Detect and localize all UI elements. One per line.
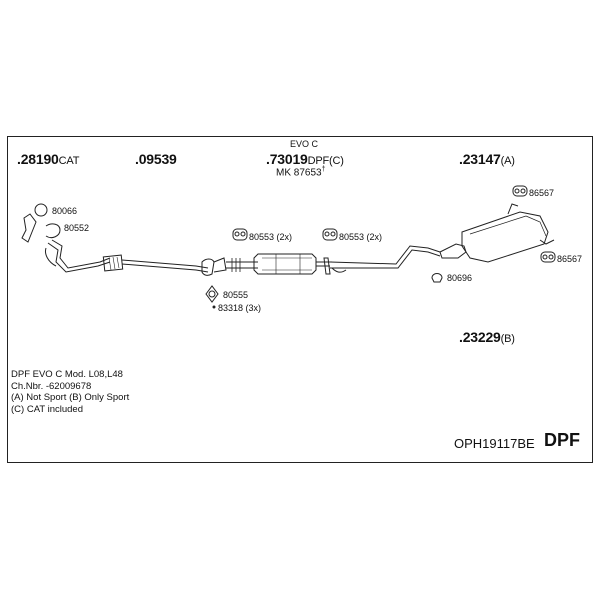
clamp-icon[interactable] (45, 223, 61, 239)
part-23229[interactable]: .23229(B) (459, 329, 515, 345)
part-suffix: DPF(C) (307, 155, 344, 167)
part-suffix: CAT (58, 155, 80, 167)
diagram-frame (7, 136, 593, 463)
label-80553-b[interactable]: 80553 (2x) (339, 232, 383, 242)
part-73019-variant: EVO C (290, 139, 319, 149)
part-73019-mk: MK 87653† (276, 166, 326, 178)
ring-gasket-icon[interactable] (34, 203, 48, 217)
ring-clamp-icon[interactable] (431, 273, 443, 283)
part-09539[interactable]: .09539 (135, 151, 177, 167)
label-86567-a[interactable]: 86567 (529, 188, 555, 198)
label-80553-a[interactable]: 80553 (2x) (249, 232, 293, 242)
category-label: DPF (544, 430, 580, 450)
flange-bracket-icon[interactable] (21, 213, 37, 243)
part-suffix: (A) (500, 155, 515, 167)
label-80552[interactable]: 80552 (64, 223, 90, 233)
flex-joint[interactable] (102, 254, 124, 272)
note-line: Ch.Nbr. -62009678 (11, 380, 92, 392)
gasket-icon[interactable] (205, 285, 219, 303)
reference-number: OPH19117BE (454, 436, 535, 451)
label-80555[interactable]: 80555 (223, 290, 249, 300)
mk-number: MK 87653 (276, 167, 322, 179)
front-pipe[interactable] (47, 242, 111, 273)
part-number: .73019 (266, 151, 308, 167)
part-number: .28190 (17, 151, 59, 167)
dpf-unit[interactable] (253, 253, 317, 275)
centre-pipe[interactable] (121, 259, 209, 269)
notes-block: DPF EVO C Mod. L08,L48 Ch.Nbr. -62009678… (11, 369, 129, 415)
middle-pipe[interactable] (329, 245, 441, 265)
part-73019[interactable]: .73019DPF(C) (266, 151, 344, 167)
part-number: .09539 (135, 151, 177, 167)
part-number: .23229 (459, 329, 501, 345)
note-line: (A) Not Sport (B) Only Sport (11, 392, 130, 403)
note-line: DPF EVO C Mod. L08,L48 (11, 369, 123, 380)
part-28190[interactable]: .28190CAT (17, 151, 79, 167)
part-23147[interactable]: .23147(A) (459, 151, 515, 167)
hanger-rubber-icon[interactable] (540, 251, 556, 263)
note-line: (C) CAT included (11, 403, 83, 415)
part-number: .23147 (459, 151, 501, 167)
bolt-icon (212, 305, 216, 309)
pipe-clamp[interactable] (201, 258, 215, 276)
label-80066[interactable]: 80066 (52, 206, 78, 216)
hanger-rubber-icon[interactable] (322, 228, 338, 241)
mk-mark: † (321, 166, 326, 173)
part-suffix: (B) (500, 333, 515, 345)
hanger-rubber-icon[interactable] (512, 185, 528, 197)
label-83318[interactable]: 83318 (3x) (218, 303, 262, 313)
rear-silencer[interactable] (461, 211, 549, 263)
label-86567-b[interactable]: 86567 (557, 254, 583, 264)
hanger-rubber-icon[interactable] (232, 228, 248, 241)
label-80696[interactable]: 80696 (447, 273, 473, 283)
